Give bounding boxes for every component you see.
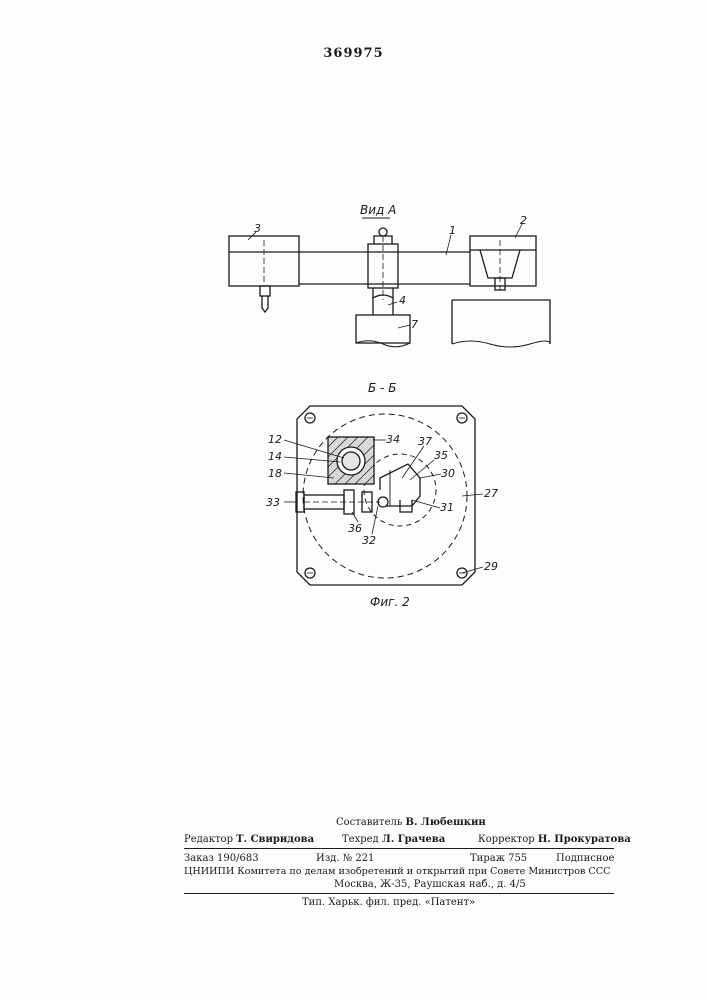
compiler-name: В. Любешкин: [406, 817, 486, 828]
section-b-label-34: 34: [386, 433, 400, 446]
section-b-label-37: 37: [418, 435, 432, 448]
compiler-line: Составитель В. Любешкин: [336, 817, 486, 828]
section-b-label-32: 32: [362, 534, 376, 547]
techred-name: Л. Грачева: [382, 834, 445, 845]
section-b-title: Б - Б: [368, 381, 396, 395]
figure-caption: Фиг. 2: [370, 595, 410, 609]
view-a-label-3: 3: [254, 222, 261, 235]
corrector-line: Корректор Н. Прокуратова: [478, 834, 631, 845]
printer-line: Тип. Харьк. фил. пред. «Патент»: [302, 897, 475, 908]
compiler-label: Составитель: [336, 817, 402, 828]
view-a-label-1: 1: [449, 224, 456, 237]
section-b-label-27: 27: [484, 487, 498, 500]
techred-line: Техред Л. Грачева: [342, 834, 445, 845]
view-a-title: Вид А: [360, 203, 396, 217]
editor-label: Редактор: [184, 834, 233, 845]
section-b-label-29: 29: [484, 560, 498, 573]
view-a-drawing: Вид А: [229, 203, 550, 347]
subscription: Подписное: [556, 853, 614, 864]
section-b-label-18: 18: [268, 467, 282, 480]
section-b-drawing: Б - Б: [266, 381, 498, 609]
edition-number: Изд. № 221: [316, 853, 374, 864]
corrector-label: Корректор: [478, 834, 535, 845]
address-line: Москва, Ж-35, Раушская наб., д. 4/5: [334, 879, 526, 890]
section-b-label-31: 31: [440, 501, 454, 514]
footer-rule-bottom: [184, 893, 614, 894]
editor-name: Т. Свиридова: [236, 834, 314, 845]
section-b-label-36: 36: [348, 522, 362, 535]
section-b-label-30: 30: [441, 467, 455, 480]
circulation: Тираж 755: [470, 853, 527, 864]
view-a-label-7: 7: [411, 318, 418, 331]
footer-rule: [184, 848, 614, 849]
view-a-label-4: 4: [399, 294, 406, 307]
section-b-label-12: 12: [268, 433, 282, 446]
order-number: Заказ 190/683: [184, 853, 259, 864]
corrector-name: Н. Прокуратова: [538, 834, 631, 845]
techred-label: Техред: [342, 834, 379, 845]
editor-line: Редактор Т. Свиридова: [184, 834, 314, 845]
section-b-label-35: 35: [434, 449, 448, 462]
organization-line: ЦНИИПИ Комитета по делам изобретений и о…: [184, 866, 610, 877]
view-a-label-2: 2: [520, 214, 527, 227]
section-b-label-33: 33: [266, 496, 280, 509]
section-b-label-14: 14: [268, 450, 282, 463]
